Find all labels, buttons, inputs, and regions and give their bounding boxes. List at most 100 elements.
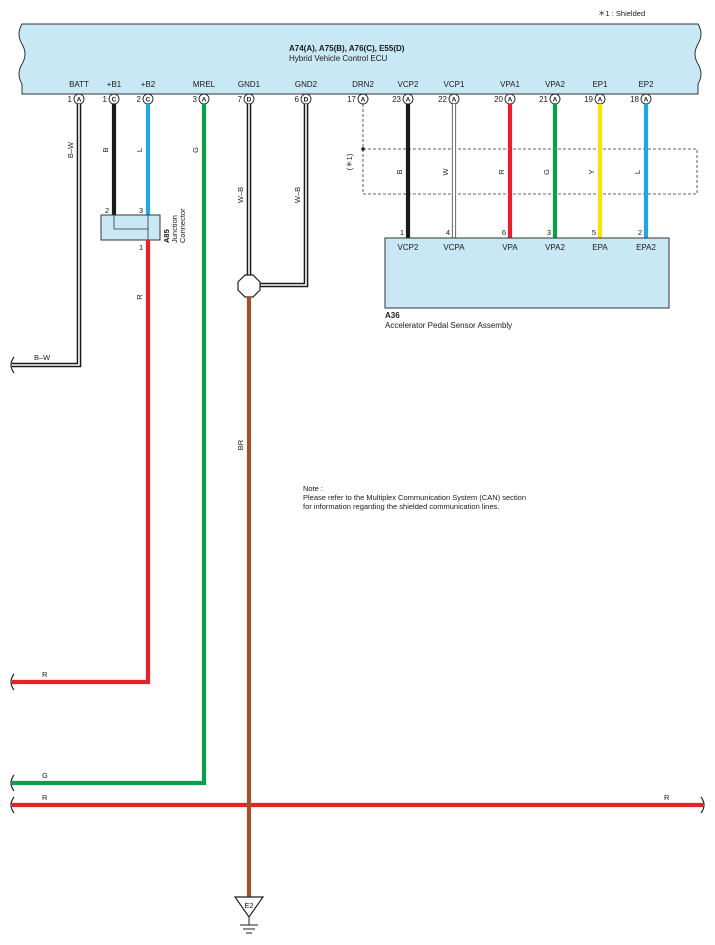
sensor-pin-name: VPA (502, 243, 518, 252)
terminal-vcp2[interactable]: VCP2 23 A (392, 80, 419, 105)
terminal-vcp1[interactable]: VCP1 22 A (438, 80, 465, 105)
sensor-pin-num: 5 (592, 228, 596, 237)
terminal-conn: C (112, 97, 117, 104)
terminal-name: MREL (193, 80, 216, 89)
ecu-title: A74(A), A75(B), A76(C), E55(D) (289, 44, 405, 53)
terminal-pin: 23 (392, 95, 401, 104)
ecu-terminals: BATT 1 A +B1 1 C +B2 2 C MREL 3 A GND1 7 (68, 80, 654, 105)
wire-wb-gnd2[interactable] (258, 104, 309, 288)
sensor-box[interactable] (384, 237, 670, 309)
break-symbol (700, 796, 705, 814)
terminal-name: +B1 (107, 80, 122, 89)
wire-label-w: W (441, 168, 450, 176)
sensor-pin-num: 6 (502, 228, 506, 237)
terminal-name: VCP2 (398, 80, 419, 89)
terminal-name: GND1 (238, 80, 261, 89)
wire-label-r-bus-left: R (42, 793, 48, 802)
sensor-name: Accelerator Pedal Sensor Assembly (385, 321, 512, 330)
shield-label: (＊1) (345, 153, 354, 170)
wire-label-wb-1: W–B (236, 187, 245, 203)
terminal-batt[interactable]: BATT 1 A (68, 80, 89, 105)
break-symbol (10, 796, 15, 814)
wire-label-r: R (135, 294, 144, 300)
terminal-vpa1[interactable]: VPA1 20 A (494, 80, 520, 105)
terminal-name: VPA1 (500, 80, 520, 89)
terminal-vpa2[interactable]: VPA2 21 A (539, 80, 565, 105)
terminal-pin: 1 (103, 95, 108, 104)
junction-pin-b: 2 (105, 206, 109, 215)
sensor-pin-name: VCP2 (398, 243, 419, 252)
junction-name-1: Junction (170, 215, 179, 243)
terminal-pin: 19 (584, 95, 593, 104)
terminal-pin: 18 (630, 95, 639, 104)
footnote-shielded: ＊1 : Shielded (598, 9, 645, 18)
terminal-name: VPA2 (545, 80, 565, 89)
junction-pin-l: 3 (139, 206, 143, 215)
terminal-pin: 17 (347, 95, 356, 104)
terminal-name: EP2 (638, 80, 654, 89)
terminal-conn: A (361, 97, 366, 104)
terminal-conn: A (202, 97, 207, 104)
wire-label-r-bus-right: R (664, 793, 670, 802)
terminal-conn: D (247, 97, 252, 104)
break-symbol (10, 673, 15, 691)
wire-label-l: L (135, 148, 144, 152)
terminal-conn: A (553, 97, 558, 104)
break-symbol (10, 356, 15, 374)
terminal-conn: C (146, 97, 151, 104)
terminal-name: DRN2 (352, 80, 374, 89)
sensor-pin-num: 1 (400, 228, 404, 237)
terminal-pin: 21 (539, 95, 548, 104)
wire-label-g-2: G (542, 169, 551, 175)
sensor-pin-name: VPA2 (545, 243, 565, 252)
ground-splice[interactable] (237, 274, 261, 298)
terminal-pin: 3 (193, 95, 198, 104)
terminal-gnd1[interactable]: GND1 7 D (238, 80, 261, 105)
break-symbol (10, 774, 15, 792)
wire-label-br: BR (236, 439, 245, 450)
sensor-pin-name: VCPA (443, 243, 465, 252)
wire-label-b-2: B (395, 169, 404, 174)
terminal-name: VCP1 (444, 80, 465, 89)
drain-splice (361, 147, 365, 151)
ecu-subtitle: Hybrid Vehicle Control ECU (289, 54, 387, 63)
wire-label-y: Y (587, 169, 596, 174)
terminal-b2[interactable]: +B2 2 C (137, 80, 156, 105)
terminal-name: +B2 (141, 80, 156, 89)
terminal-conn: A (452, 97, 457, 104)
junction-pin-out: 1 (139, 243, 143, 252)
terminal-conn: A (508, 97, 513, 104)
junction-name-2: Connector (178, 208, 187, 243)
sensor-pin-num: 4 (446, 228, 450, 237)
terminal-name: GND2 (295, 80, 318, 89)
sensor-pin-num: 2 (638, 228, 642, 237)
wire-r-junction[interactable] (12, 240, 151, 685)
wire-bw[interactable] (12, 104, 82, 368)
note-title: Note : (303, 484, 323, 493)
note-line-2: for information regarding the shielded c… (303, 502, 499, 511)
terminal-ep1[interactable]: EP1 19 A (584, 80, 608, 105)
wire-label-bw-h: B–W (34, 353, 51, 362)
junction-connector[interactable] (100, 214, 161, 241)
terminal-pin: 22 (438, 95, 447, 104)
wire-label-b: B (101, 147, 110, 152)
wire-label-g: G (191, 147, 200, 153)
shield-box (362, 148, 698, 195)
terminal-pin: 20 (494, 95, 503, 104)
sensor-pin-name: EPA2 (636, 243, 656, 252)
wire-label-bw: B–W (66, 141, 75, 158)
terminal-ep2[interactable]: EP2 18 A (630, 80, 654, 105)
terminal-name: EP1 (592, 80, 608, 89)
terminal-pin: 6 (295, 95, 300, 104)
wire-g[interactable] (12, 104, 207, 786)
sensor-pin-num: 3 (547, 228, 551, 237)
terminal-conn: A (598, 97, 603, 104)
ecu-box[interactable] (18, 23, 702, 95)
wire-label-r-2: R (497, 169, 506, 175)
ground-symbol[interactable] (233, 896, 265, 934)
terminal-conn: A (644, 97, 649, 104)
note-line-1: Please refer to the Multiplex Communicat… (303, 493, 526, 502)
terminal-name: BATT (69, 80, 89, 89)
terminal-pin: 7 (238, 95, 243, 104)
